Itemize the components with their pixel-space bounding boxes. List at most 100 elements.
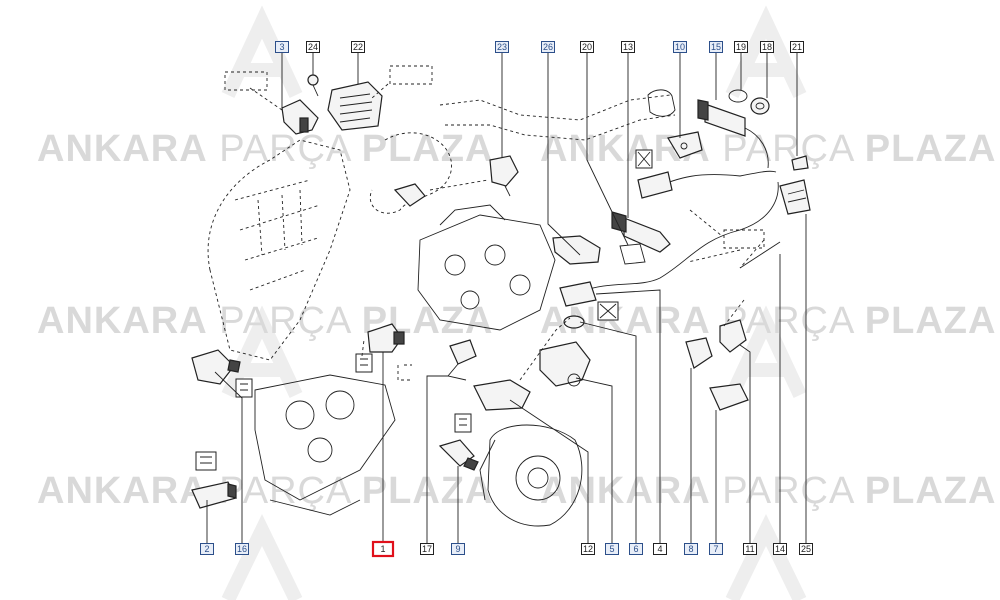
- callout-box: [653, 543, 667, 555]
- torque-icon: [235, 378, 253, 398]
- callout-number: 24: [308, 42, 318, 52]
- callout-18[interactable]: 18: [760, 41, 774, 53]
- svg-text:ANKARA PARÇA PLAZA: ANKARA PARÇA PLAZA: [540, 470, 996, 512]
- part-16-sensor: [191, 349, 241, 385]
- callout-21[interactable]: 21: [790, 41, 804, 53]
- callout-box: [621, 41, 635, 53]
- callout-19[interactable]: 19: [734, 41, 748, 53]
- callout-box: [451, 543, 465, 555]
- callout-24[interactable]: 24: [306, 41, 320, 53]
- watermark-text: ANKARA PARÇA PLAZA ANKARA PARÇA PLAZA AN…: [37, 128, 996, 512]
- callout-box: [371, 540, 395, 558]
- info-pictograms: [195, 149, 653, 471]
- callout-13[interactable]: 13: [621, 41, 635, 53]
- part-11-sensor: [719, 319, 747, 353]
- part-23-sensor: [489, 155, 519, 197]
- callout-6[interactable]: 6: [629, 543, 643, 555]
- callout-box: [200, 543, 214, 555]
- callout-number: 3: [279, 42, 284, 52]
- callout-number: 10: [675, 42, 685, 52]
- callout-box: [580, 41, 594, 53]
- callout-11[interactable]: 11: [743, 543, 757, 555]
- callout-8[interactable]: 8: [684, 543, 698, 555]
- part-13-lambda-probe: [611, 211, 671, 253]
- callout-number: 22: [353, 42, 363, 52]
- part-24-screw: [307, 74, 319, 97]
- callout-15[interactable]: 15: [709, 41, 723, 53]
- callout-box: [581, 543, 595, 555]
- callout-4[interactable]: 4: [653, 543, 667, 555]
- callout-7[interactable]: 7: [709, 543, 723, 555]
- callout-box: [541, 41, 555, 53]
- callout-number: 17: [422, 544, 432, 554]
- callout-number: 5: [609, 544, 614, 554]
- part-10-bracket: [667, 131, 703, 159]
- callout-box: [760, 41, 774, 53]
- callout-22[interactable]: 22: [351, 41, 365, 53]
- callout-23[interactable]: 23: [495, 41, 509, 53]
- callout-number: 16: [237, 544, 247, 554]
- callout-12[interactable]: 12: [581, 543, 595, 555]
- callout-number: 4: [657, 544, 662, 554]
- callout-number: 6: [633, 544, 638, 554]
- callout-25[interactable]: 25: [799, 543, 813, 555]
- watermark-logo-icons: [221, 5, 807, 600]
- parts: [191, 74, 811, 509]
- callout-number: 2: [204, 544, 209, 554]
- callout-17[interactable]: 17: [420, 543, 434, 555]
- leader-lines: [206, 53, 807, 543]
- callout-number: 20: [582, 42, 592, 52]
- callout-1[interactable]: 1: [371, 540, 395, 558]
- callout-number: 25: [801, 544, 811, 554]
- callout-box: [495, 41, 509, 53]
- torque-icon: [355, 353, 373, 373]
- callout-2[interactable]: 2: [200, 543, 214, 555]
- svg-text:ANKARA PARÇA PLAZA: ANKARA PARÇA PLAZA: [37, 470, 493, 512]
- callout-9[interactable]: 9: [451, 543, 465, 555]
- callout-box: [673, 41, 687, 53]
- callout-14[interactable]: 14: [773, 543, 787, 555]
- callout-26[interactable]: 26: [541, 41, 555, 53]
- part-9-sensor: [438, 439, 479, 471]
- part-3-sensor: [281, 99, 319, 135]
- callout-number: 11: [745, 544, 754, 554]
- no-reuse-icon: [597, 301, 619, 321]
- callout-number: 23: [497, 42, 507, 52]
- callout-number: 7: [713, 544, 718, 554]
- no-reuse-icon: [635, 149, 653, 169]
- part-25-connector: [779, 179, 811, 215]
- callout-number: 18: [762, 42, 772, 52]
- callout-box: [629, 543, 643, 555]
- callout-20[interactable]: 20: [580, 41, 594, 53]
- callout-5[interactable]: 5: [605, 543, 619, 555]
- callout-number: 15: [711, 42, 721, 52]
- callout-3[interactable]: 3: [275, 41, 289, 53]
- callout-number: 13: [623, 42, 633, 52]
- callout-box: [605, 543, 619, 555]
- callout-box: [275, 41, 289, 53]
- ghost-connectors: [224, 65, 765, 381]
- part-15-lambda-sensor: [697, 99, 769, 169]
- callout-number: 1: [380, 544, 385, 554]
- callout-box: [306, 41, 320, 53]
- svg-text:ANKARA PARÇA PLAZA: ANKARA PARÇA PLAZA: [37, 300, 493, 342]
- callout-number: 9: [455, 544, 460, 554]
- callout-box: [709, 543, 723, 555]
- callout-number: 12: [583, 544, 593, 554]
- engine-outline: [207, 89, 676, 527]
- callout-box: [790, 41, 804, 53]
- callout-box: [743, 543, 757, 555]
- callout-16[interactable]: 16: [235, 543, 249, 555]
- part-18-plug: [750, 97, 770, 115]
- callout-labels: 3 24 22 23 26 20 13 10 15 19 18 21 2 16 1 17 9 12 5 6 4 8 7 11 1…: [200, 41, 813, 558]
- part-22-module: [327, 81, 383, 131]
- part-1-sensor: [367, 323, 405, 353]
- callout-box: [351, 41, 365, 53]
- callout-number: 21: [792, 42, 802, 52]
- callout-10[interactable]: 10: [673, 41, 687, 53]
- callout-number: 14: [775, 544, 785, 554]
- callout-box: [709, 41, 723, 53]
- callout-number: 19: [736, 42, 746, 52]
- callout-box: [799, 543, 813, 555]
